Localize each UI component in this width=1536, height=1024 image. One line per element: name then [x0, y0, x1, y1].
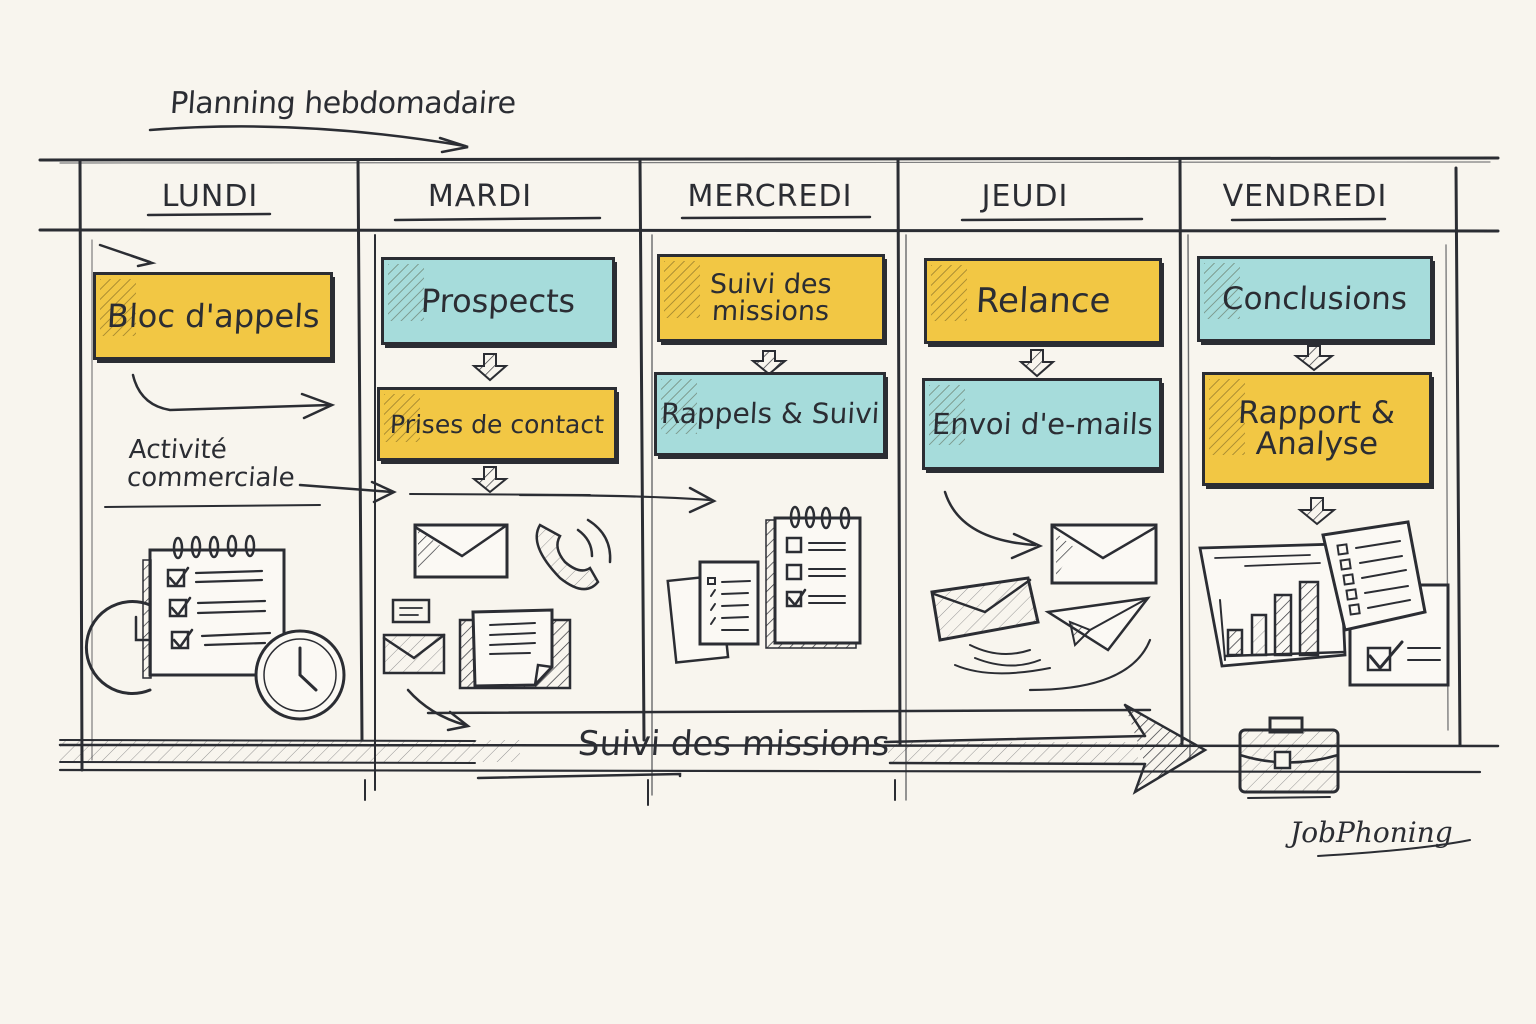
task-label: Bloc d'appels [105, 297, 321, 335]
checklist-notepad-icon [765, 505, 862, 649]
message-card-icon [391, 598, 431, 624]
task-conclusions[interactable]: Conclusions [1197, 256, 1433, 342]
task-label: Relance [974, 281, 1112, 321]
clock-icon [254, 629, 346, 721]
page-title: Planning hebdomadaire [168, 86, 517, 121]
side-label-line-1: Activité [127, 435, 228, 465]
side-label-line-2: commerciale [125, 463, 296, 493]
task-label: Conclusions [1221, 280, 1409, 317]
task-label: Rappels & Suivi [659, 397, 881, 430]
checkbox-card-icon [1348, 583, 1450, 687]
task-rappels-suivi[interactable]: Rappels & Suivi [654, 372, 886, 456]
task-suivi-des-missions[interactable]: Suivi des missions [657, 254, 885, 342]
task-label-line-2: missions [711, 296, 831, 327]
brand-signature: JobPhoning [1290, 816, 1453, 849]
envelope-icon [1050, 523, 1158, 585]
task-label: Prospects [419, 282, 577, 320]
task-rapport-analyse[interactable]: Rapport & Analyse [1202, 372, 1432, 486]
side-label-activite-commerciale: Activité commerciale [125, 435, 298, 493]
envelope-icon [930, 576, 1040, 642]
checklist-paper-icon [666, 560, 760, 664]
day-header-jeudi: JEUDI [981, 179, 1069, 214]
task-envoi-emails[interactable]: Envoi d'e-mails [922, 378, 1162, 470]
task-prises-de-contact[interactable]: Prises de contact [377, 387, 617, 461]
task-bloc-appels[interactable]: Bloc d'appels [93, 272, 333, 360]
phone-icon [535, 518, 612, 591]
document-icon [458, 608, 572, 690]
envelope-icon [413, 523, 509, 579]
task-prospects[interactable]: Prospects [381, 257, 615, 345]
day-header-mardi: MARDI [427, 179, 533, 214]
day-header-vendredi: VENDREDI [1222, 179, 1388, 214]
paper-plane-icon [1044, 596, 1151, 652]
briefcase-icon [1238, 716, 1340, 799]
checklist-notepad-icon [142, 534, 286, 679]
task-label-line-1: Rapport & [1237, 395, 1397, 431]
task-label-line-1: Suivi des [709, 269, 833, 300]
checklist-paper-icon [1321, 520, 1427, 632]
task-label: Envoi d'e-mails [930, 406, 1154, 441]
task-relance[interactable]: Relance [924, 258, 1162, 344]
bottom-arrow-label: Suivi des missions [576, 724, 891, 764]
task-label-line-2: Analyse [1255, 426, 1379, 462]
day-header-mercredi: MERCREDI [687, 179, 853, 214]
envelope-icon [382, 633, 446, 675]
clock-icon [84, 600, 152, 695]
bar-chart-icon [1198, 542, 1347, 668]
day-header-lundi: LUNDI [161, 179, 259, 214]
task-label: Prises de contact [389, 409, 605, 439]
